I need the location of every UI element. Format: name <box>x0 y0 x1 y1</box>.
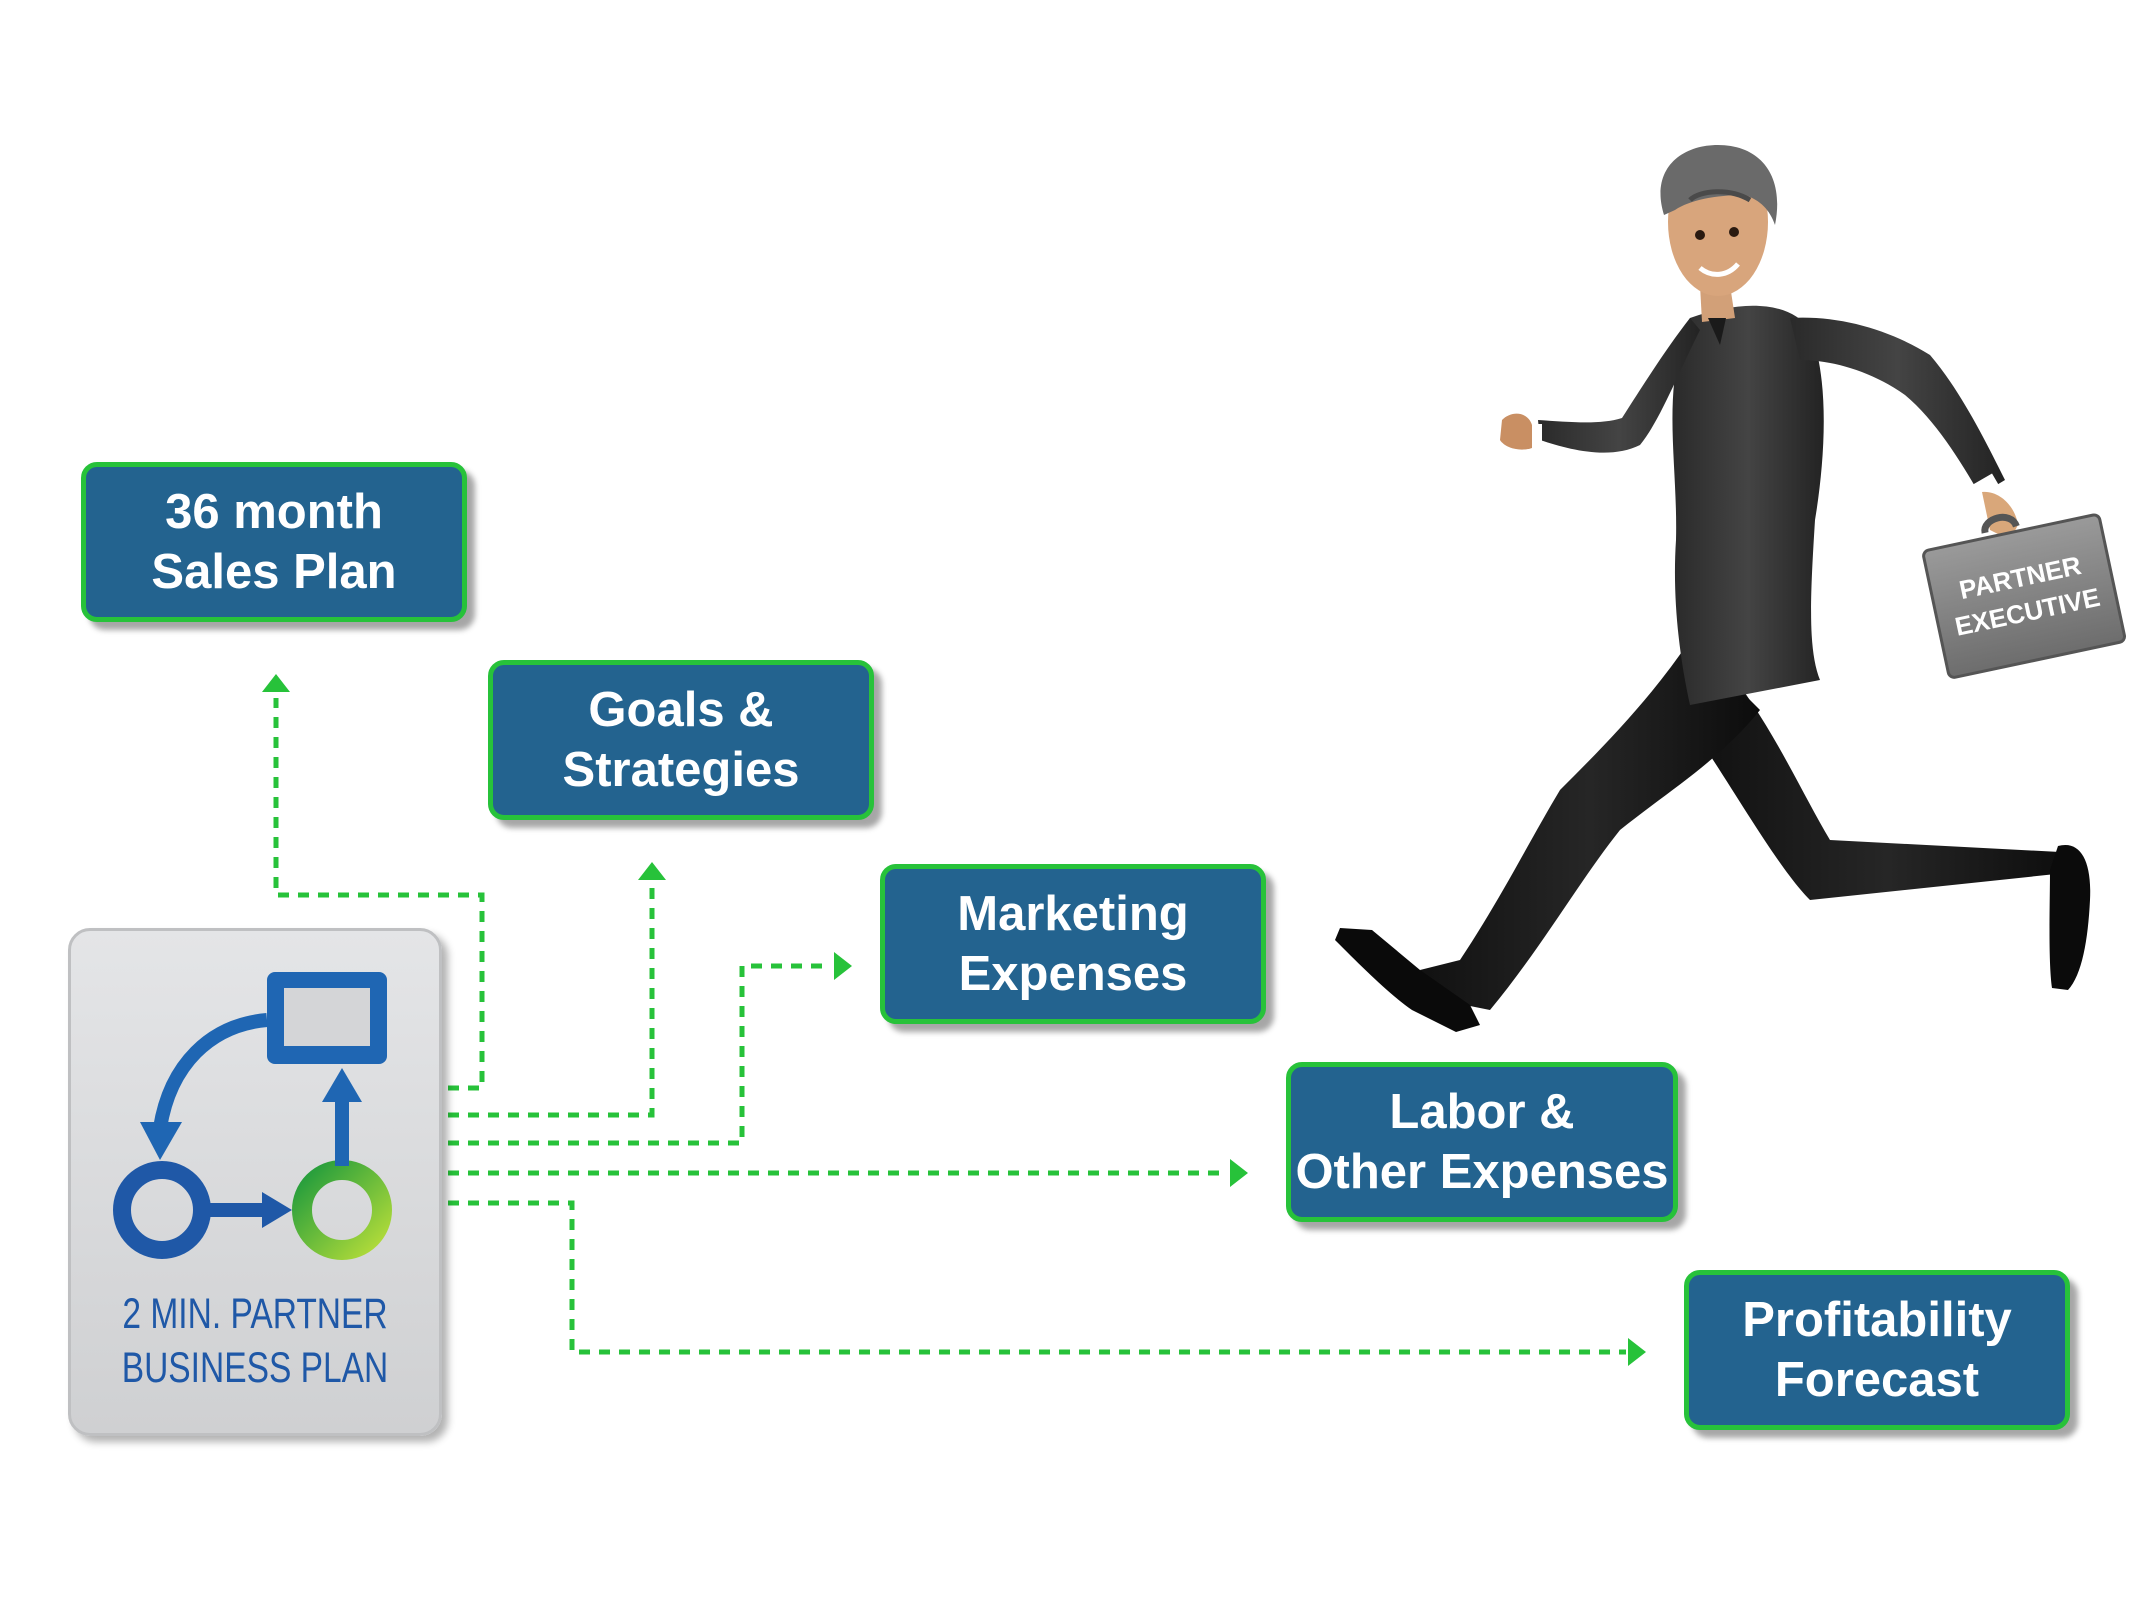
back-arm <box>1790 317 2005 495</box>
profitability-forecast-box: Profitability Forecast <box>1684 1270 2070 1430</box>
connector-to-sales <box>273 698 485 1091</box>
front-leg <box>1420 640 1760 1010</box>
arrowhead-right-marketing <box>834 952 852 980</box>
box-line: 36 month <box>165 485 383 539</box>
box-line: Sales Plan <box>151 545 397 599</box>
connector-to-marketing <box>448 963 830 1146</box>
hair <box>1660 145 1778 225</box>
connector-to-goals <box>448 880 655 1118</box>
goals-strategies-box: Goals & Strategies <box>488 660 874 820</box>
front-shoe-icon <box>1335 928 1480 1032</box>
labor-other-expenses-box: Labor & Other Expenses <box>1286 1062 1678 1222</box>
front-hand <box>1500 413 1532 450</box>
logo-title-line2: BUSINESS PLAN <box>121 1344 389 1392</box>
box-line: Profitability <box>1742 1293 2012 1347</box>
back-leg <box>1700 660 2075 900</box>
box-line: Goals & <box>588 683 774 737</box>
box-line: Other Expenses <box>1295 1145 1669 1199</box>
sales-plan-box: 36 month Sales Plan <box>81 462 467 622</box>
box-line: Strategies <box>562 743 800 797</box>
logo-title-line1: 2 MIN. PARTNER <box>122 1290 388 1338</box>
arrowhead-right-labor <box>1230 1159 1248 1187</box>
box-line: Forecast <box>1774 1353 1980 1407</box>
box-line: Expenses <box>958 947 1188 1001</box>
arrowhead-up-goals <box>638 862 666 880</box>
box-line: Marketing <box>957 887 1189 941</box>
suit-torso <box>1672 305 1824 705</box>
front-arm <box>1538 318 1700 453</box>
back-shoe-icon <box>2049 844 2091 990</box>
marketing-expenses-box: Marketing Expenses <box>880 864 1266 1024</box>
arrowhead-up-sales <box>262 674 290 692</box>
connector-to-profit <box>448 1200 1626 1355</box>
briefcase-icon: PARTNER EXECUTIVE <box>1922 513 2127 679</box>
box-line: Labor & <box>1389 1085 1575 1139</box>
arrowhead-right-profit <box>1628 1338 1646 1366</box>
